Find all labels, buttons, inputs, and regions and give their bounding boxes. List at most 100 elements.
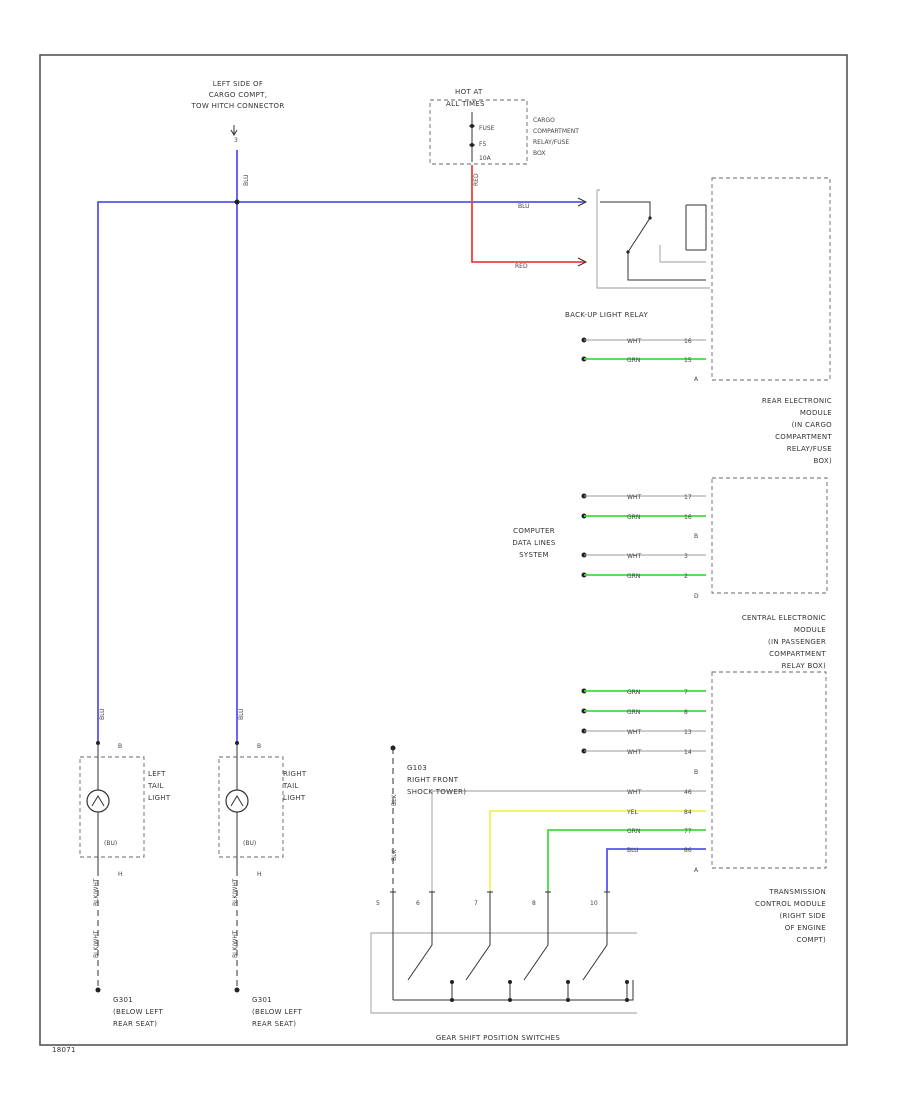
right-tail-bulb-label: (BU) (243, 840, 256, 847)
rem-label-5: RELAY/FUSE (787, 445, 832, 453)
rem-module-outline (711, 177, 831, 381)
wire-code: GRN (627, 828, 640, 835)
tcm-module-outline (711, 671, 827, 869)
wire-code: GRN (627, 573, 640, 580)
ground-s-label-2: RIGHT FRONT (407, 776, 459, 784)
left-ground-label-3: REAR SEAT) (113, 1020, 157, 1028)
right-ground-label-2: (BELOW LEFT (252, 1008, 302, 1016)
ground-s-label-3: SHOCK TOWER) (407, 788, 466, 796)
rem-wire-2: GRN 15 (581, 356, 706, 364)
fuse-box-label-2: COMPARTMENT (533, 128, 579, 135)
switch-pin-3: 7 (474, 900, 478, 907)
left-ground-label-1: G301 (113, 996, 133, 1004)
right-tail-filament (230, 795, 244, 807)
wire-pin: 7 (684, 689, 688, 696)
switch-contact-2 (508, 980, 512, 984)
ground-s-label-1: G103 (407, 764, 427, 772)
tcm-label-1: TRANSMISSION (768, 888, 826, 896)
gear-shift-switches: 5 6 7 8 10 (370, 891, 637, 1014)
wire-pin: 84 (684, 809, 692, 816)
left-ground-wire-code: BLK/WHT (93, 878, 100, 906)
right-tail-wire-code: BLU (238, 708, 245, 720)
rem-label-1: REAR ELECTRONIC (762, 397, 832, 405)
left-tail-bulb-icon (86, 789, 110, 813)
cem-wire-1: WHT 17 (581, 493, 706, 501)
tow-connector-line-2: CARGO COMPT, (209, 91, 267, 99)
right-ground-wire-code-2: BLK/WHT (232, 930, 239, 958)
left-tail-bulb-label: (BU) (104, 840, 117, 847)
cdl-label-3: SYSTEM (519, 551, 549, 559)
rem-label-2: MODULE (800, 409, 832, 417)
rem-label-4: COMPARTMENT (775, 433, 832, 441)
cem-label-3: (IN PASSENGER (768, 638, 826, 646)
hot-label-2: ALL TIMES (446, 100, 485, 108)
tow-connector-line-1: LEFT SIDE OF (213, 80, 263, 88)
left-ground-dot (95, 987, 101, 993)
hot-label-1: HOT AT (455, 88, 483, 96)
wire-line (431, 790, 706, 891)
switch-contact-3 (566, 980, 570, 984)
switch-contact-4 (625, 980, 629, 984)
left-ground-wire-code-2: BLK/WHT (93, 930, 100, 958)
fuse-symbol (469, 112, 475, 162)
fuse-box-label-3: RELAY/FUSE (533, 139, 569, 146)
wire-pin: 16 (684, 338, 692, 345)
switch-blade-2 (407, 891, 433, 981)
right-tail-pin: B (257, 743, 261, 750)
red-wire (471, 165, 585, 263)
switch-pin-1: 5 (376, 900, 380, 907)
blue-wire-main (97, 201, 585, 742)
wire-code: GRN (627, 709, 640, 716)
cdl-label-2: DATA LINES (512, 539, 556, 547)
red-wire-code: RED (515, 263, 528, 270)
relay-name: BACK-UP LIGHT RELAY (565, 311, 648, 319)
wire-code: WHT (627, 789, 641, 796)
cem-label-4: COMPARTMENT (769, 650, 826, 658)
cem-label-2: MODULE (794, 626, 826, 634)
rem-label-3: (IN CARGO (792, 421, 833, 429)
left-tail-outline (79, 756, 145, 858)
relay-outline (596, 189, 710, 289)
footer-code: 18071 (52, 1046, 76, 1054)
wire-code: GRN (627, 689, 640, 696)
fuse-dot-top (470, 124, 474, 128)
fuse-box-label-1: CARGO (533, 117, 555, 124)
tcm-label-2: CONTROL MODULE (755, 900, 826, 908)
wire-code: WHT (627, 553, 641, 560)
cem-label: CENTRAL ELECTRONIC MODULE (IN PASSENGER … (742, 614, 826, 670)
splice-dot (234, 199, 240, 205)
tcm-wire-5: WHT 46 (431, 789, 706, 891)
wire-code: WHT (627, 749, 641, 756)
fuse-label-3: 10A (479, 155, 492, 162)
wire-pin: 46 (684, 789, 692, 796)
red-wire-code-vertical: RED (473, 173, 480, 186)
tow-pin-arrow (230, 125, 238, 136)
wire-line (547, 829, 706, 891)
relay-terminal-2 (626, 250, 630, 254)
fuse-label-1: FUSE (479, 125, 495, 132)
tow-wire-code: BLU (243, 174, 250, 186)
left-tail-ground-pin: H (118, 871, 123, 878)
blue-arrow (577, 197, 588, 207)
cem-module-outline (711, 477, 828, 594)
left-tail-filament (91, 795, 105, 807)
wire-code: WHT (627, 729, 641, 736)
tcm-wire-6: YEL 84 (489, 809, 706, 891)
left-tail-label-1: LEFT (148, 770, 166, 778)
tow-pin: 3 (234, 137, 238, 144)
wire-code: WHT (627, 338, 641, 345)
ground-s-wire-code-2: BLK (391, 849, 398, 861)
relay-blu-label: BLU (518, 203, 530, 210)
wire-pin: 86 (684, 847, 692, 854)
left-tail-wire-code: BLU (99, 708, 106, 720)
wire-pin: 77 (684, 828, 692, 835)
switch-pin-2: 6 (416, 900, 420, 907)
wire-pin: 15 (684, 357, 692, 364)
cem-wire-4: GRN 2 (581, 572, 706, 580)
right-ground-wire-code: BLK/WHT (232, 878, 239, 906)
switch-blade-5 (582, 891, 608, 981)
cem-label-5: RELAY BOX) (782, 662, 826, 670)
switch-blade-3 (465, 891, 491, 981)
rem-label: REAR ELECTRONIC MODULE (IN CARGO COMPART… (762, 397, 833, 465)
right-tail-bulb-icon (225, 789, 249, 813)
